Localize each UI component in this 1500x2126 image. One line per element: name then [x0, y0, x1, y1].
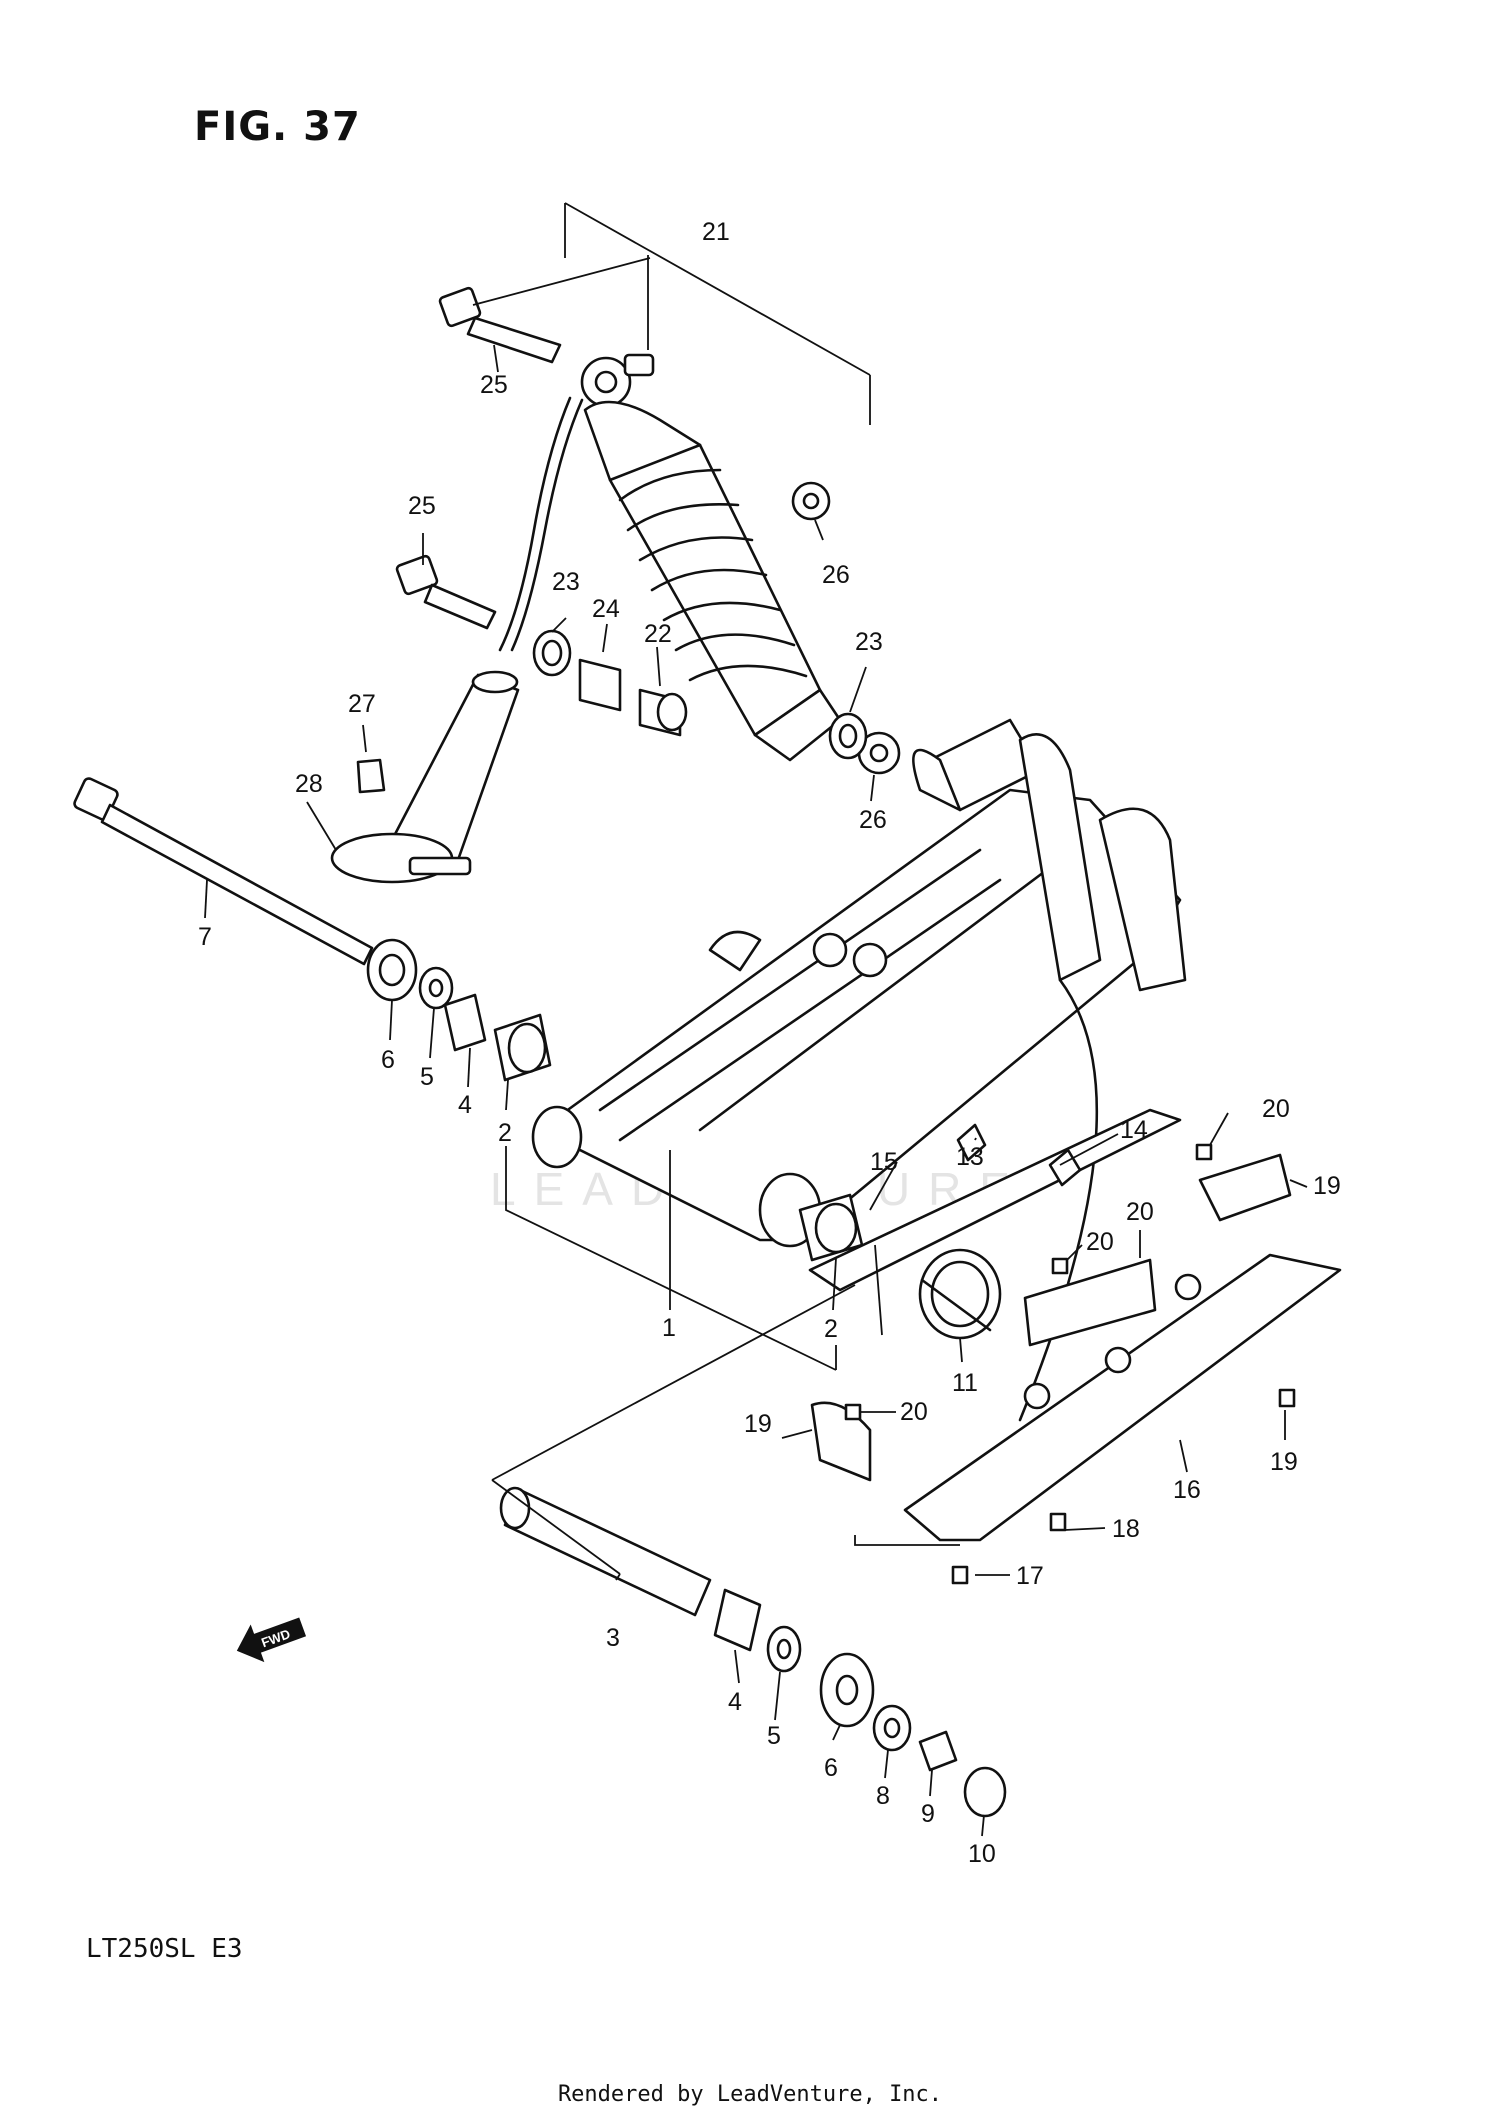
callout-17: 19 [1313, 1172, 1341, 1200]
callout-26-b: 26 [859, 806, 887, 834]
chain-guide-12 [808, 1108, 1182, 1292]
callout-20-c: 20 [1262, 1095, 1290, 1123]
nut-20-b [844, 1403, 862, 1421]
callout-23-b: 23 [855, 628, 883, 656]
callout-19-c: 19 [1270, 1448, 1298, 1476]
chain-buffer-11 [918, 1248, 1002, 1340]
callout-7: 7 [198, 923, 212, 951]
pad-17 [1198, 1153, 1292, 1222]
bolt-25-lower [395, 554, 497, 630]
callout-28: 28 [295, 770, 323, 798]
figure-title: FIG. 37 [194, 104, 361, 150]
model-code: LT250SL E3 [86, 1934, 243, 1964]
callout-27: 27 [348, 690, 376, 718]
nut-20-c [1195, 1143, 1213, 1161]
bolt-25-upper [438, 286, 562, 364]
callout-4-a: 4 [458, 1091, 472, 1119]
callout-20-b: 20 [900, 1398, 928, 1426]
callout-22: 22 [644, 620, 672, 648]
nut-20-a [1051, 1257, 1069, 1275]
screw-19-b [1049, 1512, 1067, 1532]
screw-19-c [1278, 1388, 1296, 1408]
chain-guide-13 [903, 1253, 1342, 1542]
callout-6-a: 6 [381, 1046, 395, 1074]
callout-26-a: 26 [822, 561, 850, 589]
callout-13: 16 [1173, 1476, 1201, 1504]
footer-credit: Rendered by LeadVenture, Inc. [557, 2082, 943, 2107]
screw-19-a [951, 1565, 969, 1585]
pivot-shaft-7 [73, 777, 374, 966]
callout-2-a: 2 [498, 1119, 512, 1147]
callout-19-a: 17 [1016, 1562, 1044, 1590]
callout-labels: 21 25 25 26 26 23 23 24 22 27 28 7 6 5 4… [198, 218, 1341, 1868]
callout-25-b: 25 [408, 492, 436, 520]
callout-18: 20 [1126, 1198, 1154, 1226]
callout-25-a: 25 [480, 371, 508, 399]
callout-24: 24 [592, 595, 620, 623]
bolt-15 [956, 1123, 987, 1162]
callout-16: 19 [744, 1410, 772, 1438]
collars-22-24 [532, 629, 868, 760]
bracket-21 [564, 202, 871, 425]
swing-arm-1 [531, 718, 1187, 1422]
callout-21: 21 [702, 218, 730, 246]
fwd-arrow-icon: FWD [236, 1617, 307, 1663]
callout-9: 9 [921, 1800, 935, 1828]
pivot-parts-left [366, 938, 552, 1082]
rear-shock-absorber [330, 353, 842, 884]
callout-8: 8 [876, 1782, 890, 1810]
leader-lines [204, 257, 1308, 1837]
callout-3: 3 [606, 1624, 620, 1652]
callout-6-b: 6 [824, 1754, 838, 1782]
callout-4-b: 4 [728, 1688, 742, 1716]
callout-5-b: 5 [767, 1722, 781, 1750]
pad-18 [1023, 1258, 1157, 1347]
callout-14: 14 [1120, 1116, 1148, 1144]
callout-11: 11 [952, 1369, 978, 1397]
callout-2-b: 2 [824, 1315, 838, 1343]
callout-15: 13 [956, 1143, 984, 1171]
pivot-parts-right [499, 1486, 1007, 1818]
callout-20-a: 20 [1086, 1228, 1114, 1256]
callout-12: 15 [870, 1148, 898, 1176]
callout-5-a: 5 [420, 1063, 434, 1091]
callout-19-b: 18 [1112, 1515, 1140, 1543]
callout-10: 10 [968, 1840, 996, 1868]
callout-23-a: 23 [552, 568, 580, 596]
callout-1: 1 [662, 1314, 676, 1342]
